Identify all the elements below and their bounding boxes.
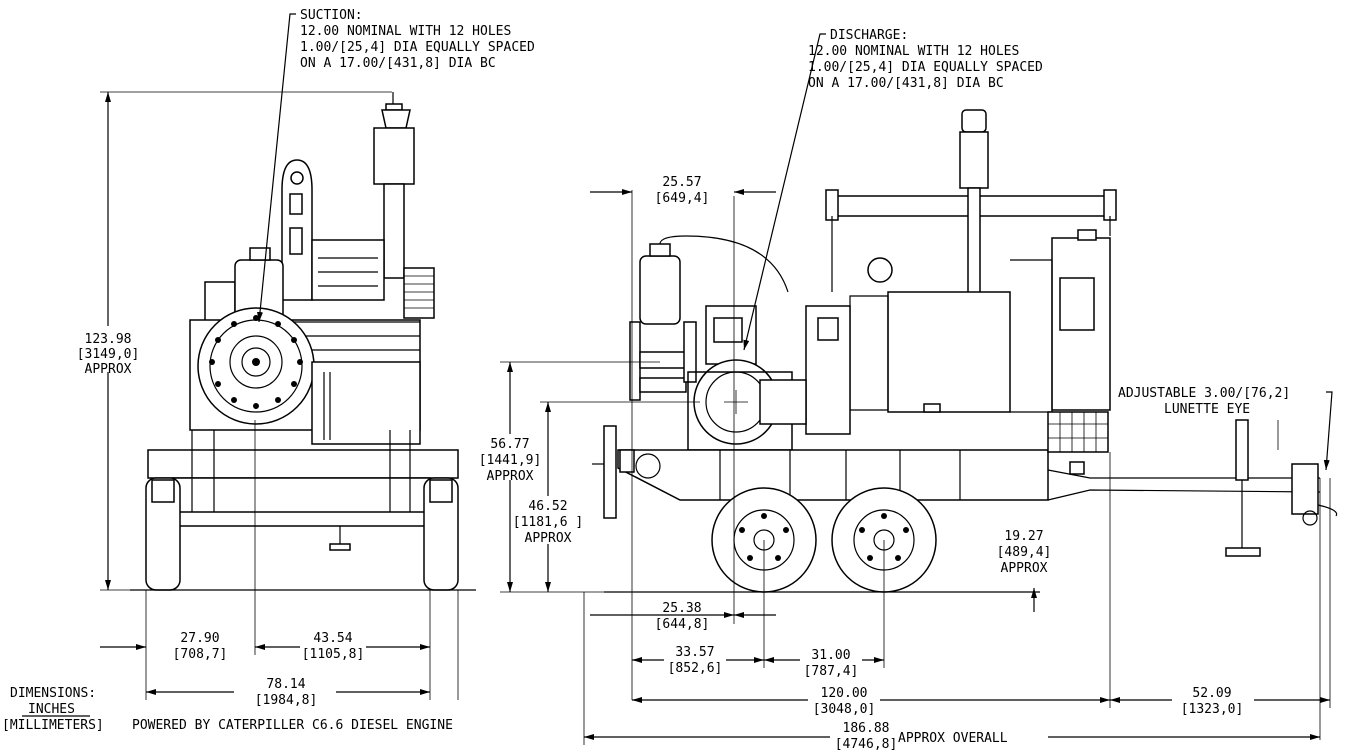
frame-h-in: 19.27 (1004, 529, 1043, 544)
dis-h-in: 56.77 (490, 437, 529, 452)
axle1-in: 33.57 (675, 645, 714, 660)
axle2-mm: [787,4] (804, 664, 859, 679)
side-muffler (959, 131, 989, 189)
dimensions-legend: DIMENSIONS: INCHES [MILLIMETERS] POWERED… (2, 686, 453, 733)
legend-mm: [MILLIMETERS] (2, 718, 104, 733)
suc-h-note: APPROX (525, 531, 572, 546)
discharge-line1: 12.00 NOMINAL WITH 12 HOLES (808, 44, 1019, 59)
suc-h-mm: [1181,6 ] (513, 515, 583, 530)
frame-h-mm: [489,4] (997, 545, 1052, 560)
tongue-mm: [1323,0] (1181, 702, 1244, 717)
flange-mm: [649,4] (655, 191, 710, 206)
suction-line2: 1.00/[25,4] DIA EQUALLY SPACED (300, 40, 535, 55)
suction-note: SUCTION: 12.00 NOMINAL WITH 12 HOLES 1.0… (300, 8, 535, 71)
left-in: 27.90 (180, 631, 219, 646)
discharge-note: DISCHARGE: 12.00 NOMINAL WITH 12 HOLES 1… (808, 28, 1043, 91)
frame-len-in: 120.00 (821, 686, 868, 701)
legend-title: DIMENSIONS: (10, 686, 96, 701)
engine-note: POWERED BY CATERPILLER C6.6 DIESEL ENGIN… (132, 718, 453, 733)
axle2-in: 31.00 (811, 648, 850, 663)
width-in: 78.14 (266, 677, 305, 692)
suction-line1: 12.00 NOMINAL WITH 12 HOLES (300, 24, 511, 39)
suction-line3: ON A 17.00/[431,8] DIA BC (300, 56, 496, 71)
overall-note: APPROX OVERALL (898, 731, 1008, 746)
discharge-line2: 1.00/[25,4] DIA EQUALLY SPACED (808, 60, 1043, 75)
left-mm: [708,7] (173, 647, 228, 662)
flange-in: 25.57 (662, 175, 701, 190)
suction-title: SUCTION: (300, 8, 363, 23)
side-view-dimensions (500, 33, 1333, 745)
legend-inches: INCHES (28, 702, 75, 717)
dis-h-mm: [1441,9] (479, 453, 542, 468)
trailer-frame (617, 449, 1049, 501)
tongue-in: 52.09 (1192, 686, 1231, 701)
discharge-title: DISCHARGE: (830, 28, 908, 43)
frame-h-note: APPROX (1001, 561, 1048, 576)
overall-mm: [4746,8] (835, 737, 898, 752)
height-mm: [3149,0] (77, 347, 140, 362)
lunette-line1: ADJUSTABLE 3.00/[76,2] (1118, 386, 1290, 401)
overall-in: 186.88 (843, 721, 890, 736)
center-in: 43.54 (313, 631, 352, 646)
lunette-line2: LUNETTE EYE (1164, 402, 1250, 417)
axle-off-mm: [644,8] (655, 617, 710, 632)
center-mm: [1105,8] (302, 647, 365, 662)
front-view-dimensions (100, 13, 459, 700)
height-in: 123.98 (85, 332, 132, 347)
discharge-line3: ON A 17.00/[431,8] DIA BC (808, 76, 1004, 91)
side-view (592, 109, 1338, 593)
muffler (373, 127, 415, 185)
dis-h-note: APPROX (487, 469, 534, 484)
axle-off-in: 25.38 (662, 601, 701, 616)
front-view (130, 92, 476, 591)
suc-h-in: 46.52 (528, 499, 567, 514)
axle1-mm: [852,6] (668, 661, 723, 676)
width-mm: [1984,8] (255, 693, 318, 708)
height-note: APPROX (85, 362, 132, 377)
frame-len-mm: [3048,0] (813, 702, 876, 717)
engine-block (887, 291, 1011, 413)
